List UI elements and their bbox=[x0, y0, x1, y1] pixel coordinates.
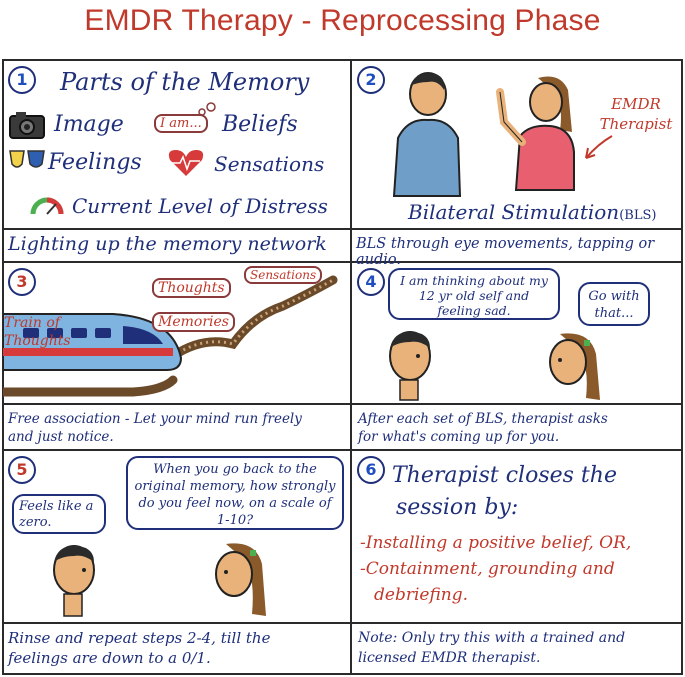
therapist-speech-bubble: Go with that... bbox=[578, 282, 650, 326]
step-number-4: 4 bbox=[357, 268, 385, 296]
train-scene bbox=[3, 275, 338, 397]
client-speech-bubble: I am thinking about my 12 yr old self an… bbox=[388, 268, 560, 320]
therapist-head bbox=[549, 333, 600, 400]
panel4-caption-line2: for what's coming up for you. bbox=[358, 429, 560, 445]
panel5-caption-line1: Rinse and repeat steps 2-4, till the bbox=[8, 629, 271, 647]
panel2-caption: BLS through eye movements, tapping or au… bbox=[356, 236, 655, 268]
feelings-label: Feelings bbox=[48, 150, 142, 175]
thoughts-tag: Thoughts bbox=[152, 278, 231, 298]
panel5-caption: Rinse and repeat steps 2-4, till the fee… bbox=[8, 628, 270, 668]
bls-text: Bilateral Stimulation bbox=[408, 200, 620, 224]
emdr-therapist-label: EMDR Therapist bbox=[599, 95, 673, 133]
distress-gauge-icon bbox=[30, 197, 64, 215]
train-label: Train of Thoughts bbox=[4, 315, 71, 349]
panel6-list: -Installing a positive belief, OR, -Cont… bbox=[360, 530, 631, 608]
panel6-heading: Therapist closes the session by: bbox=[392, 460, 617, 524]
heart-icon bbox=[168, 150, 204, 176]
step-number-6: 6 bbox=[357, 456, 385, 484]
step-number-2: 2 bbox=[357, 66, 385, 94]
sensations-tag: Sensations bbox=[244, 266, 323, 284]
sensations-label: Sensations bbox=[214, 152, 325, 176]
panel4-caption-line1: After each set of BLS, therapist asks bbox=[358, 411, 608, 427]
image-label: Image bbox=[54, 112, 124, 137]
panel4-caption: After each set of BLS, therapist asks fo… bbox=[358, 410, 608, 446]
therapist-head-5 bbox=[215, 543, 266, 616]
client-figure bbox=[392, 72, 462, 197]
panel1-heading: Parts of the Memory bbox=[60, 68, 310, 96]
arrow-icon bbox=[585, 135, 613, 159]
beliefs-label: Beliefs bbox=[222, 112, 298, 137]
client-head bbox=[389, 331, 431, 401]
bls-label: Bilateral Stimulation(BLS) bbox=[408, 200, 656, 224]
panel6-heading-line1: Therapist closes the bbox=[392, 463, 617, 488]
panel6-caption-line1: Note: Only try this with a trained and bbox=[358, 630, 626, 646]
step-number-3: 3 bbox=[8, 268, 36, 296]
client-speech-bubble-5: Feels like a zero. bbox=[12, 494, 106, 534]
client-head-5 bbox=[53, 545, 95, 617]
panel6-item2-line2: debriefing. bbox=[374, 585, 469, 605]
panel3-caption-line2: and just notice. bbox=[8, 429, 114, 445]
step-number-1: 1 bbox=[8, 66, 36, 94]
panel1-caption: Lighting up the memory network bbox=[8, 233, 327, 255]
step-number-5: 5 bbox=[8, 456, 36, 484]
iam-thought-bubble: I am... bbox=[154, 114, 208, 133]
panel6-caption: Note: Only try this with a trained and l… bbox=[358, 628, 625, 668]
thought-dots-icon bbox=[198, 102, 216, 116]
memories-tag: Memories bbox=[152, 312, 235, 332]
panel6-item1: -Installing a positive belief, OR, bbox=[360, 533, 632, 553]
panel3-caption: Free association - Let your mind run fre… bbox=[8, 410, 302, 446]
therapist-speech-bubble-5: When you go back to the original memory,… bbox=[126, 456, 344, 530]
panel6-heading-line2: session by: bbox=[396, 495, 519, 520]
distress-label: Current Level of Distress bbox=[72, 194, 328, 218]
bls-abbr: (BLS) bbox=[619, 208, 657, 223]
panel5-caption-line2: feelings are down to a 0/1. bbox=[8, 649, 211, 667]
panel3-caption-line1: Free association - Let your mind run fre… bbox=[8, 411, 302, 427]
masks-icon bbox=[9, 150, 45, 168]
panel6-caption-line2: licensed EMDR therapist. bbox=[358, 650, 541, 666]
panel6-item2-line1: -Containment, grounding and bbox=[360, 559, 615, 579]
therapist-figure bbox=[496, 76, 575, 191]
camera-icon bbox=[9, 112, 45, 139]
page-title: EMDR Therapy - Reprocessing Phase bbox=[84, 4, 601, 37]
